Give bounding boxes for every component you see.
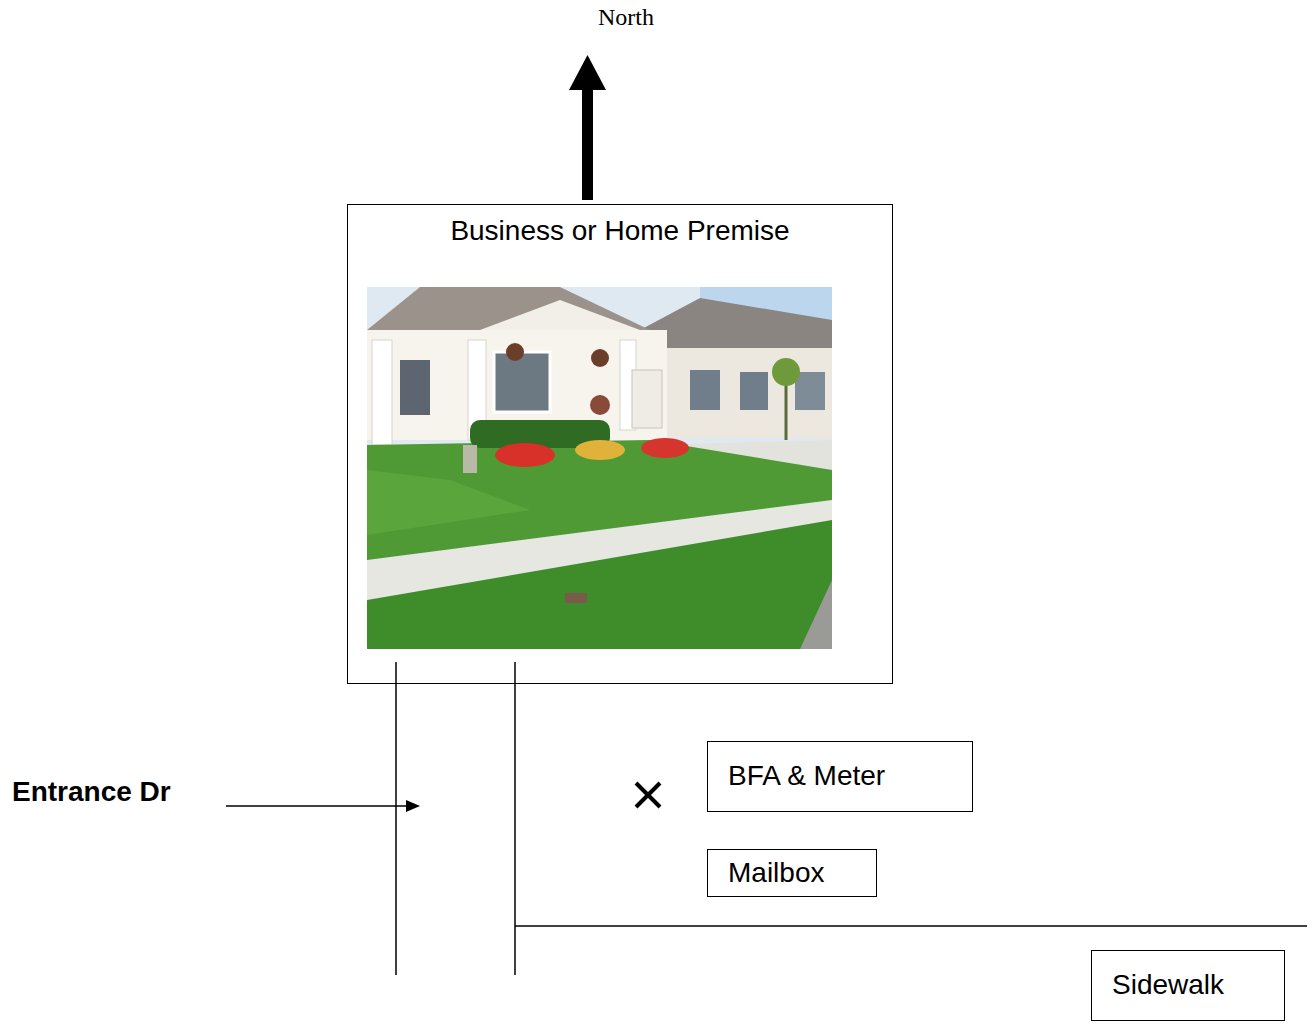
street-label: Entrance Dr (12, 776, 171, 808)
sidewalk-box: Sidewalk (1091, 950, 1285, 1021)
meter-box: BFA & Meter (707, 741, 973, 812)
entrance-arrow (226, 800, 420, 812)
box-label: Sidewalk (1112, 969, 1264, 1001)
mailbox-box: Mailbox (707, 849, 877, 897)
north-arrow (569, 55, 606, 200)
premise-box: Business or Home Premise (347, 204, 893, 684)
house-photo (367, 287, 832, 649)
drive-lines (396, 662, 1307, 975)
box-label: Business or Home Premise (348, 215, 892, 247)
cross-mark (636, 783, 660, 807)
compass-label: North (598, 4, 654, 31)
box-label: BFA & Meter (728, 760, 952, 792)
box-label: Mailbox (728, 857, 856, 889)
